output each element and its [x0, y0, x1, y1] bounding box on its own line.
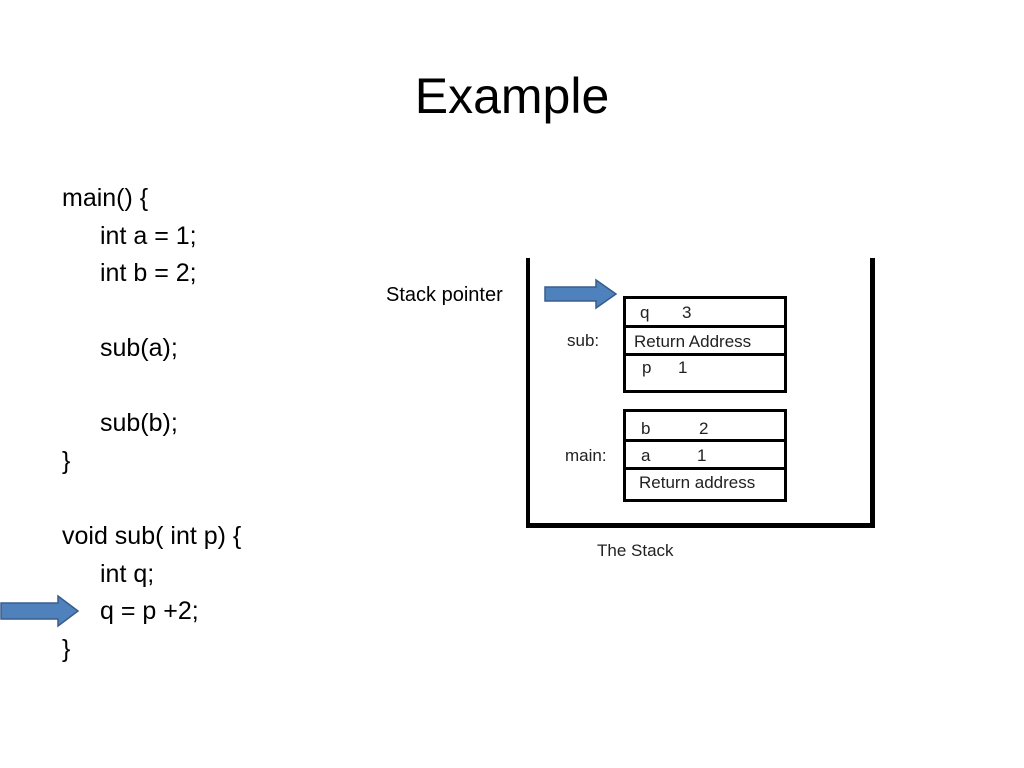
code-line: sub(b);	[100, 409, 178, 437]
current-line-arrow-icon	[0, 594, 80, 628]
stack-pointer-arrow-icon	[544, 278, 618, 310]
code-line: void sub( int p) {	[62, 522, 242, 550]
stack-right-wall	[870, 258, 875, 528]
stack-caption: The Stack	[597, 541, 674, 560]
stack-left-wall	[526, 258, 530, 528]
stack-pointer-label: Stack pointer	[386, 284, 503, 306]
stack-cell: Return Address	[634, 332, 752, 351]
frame-label-sub: sub:	[567, 331, 600, 350]
code-line: int a = 1;	[100, 222, 197, 250]
code-line: q = p +2;	[100, 597, 199, 625]
code-line: main() {	[62, 184, 149, 212]
code-line: }	[62, 447, 71, 475]
stack-bottom	[526, 523, 875, 528]
slide-title: Example	[414, 68, 610, 124]
code-line: sub(a);	[100, 334, 178, 362]
stack-cell: Return address	[639, 473, 756, 492]
code-line: int b = 2;	[100, 259, 197, 287]
code-line: int q;	[100, 560, 155, 588]
code-line: }	[62, 635, 71, 663]
frame-label-main: main:	[565, 446, 607, 465]
